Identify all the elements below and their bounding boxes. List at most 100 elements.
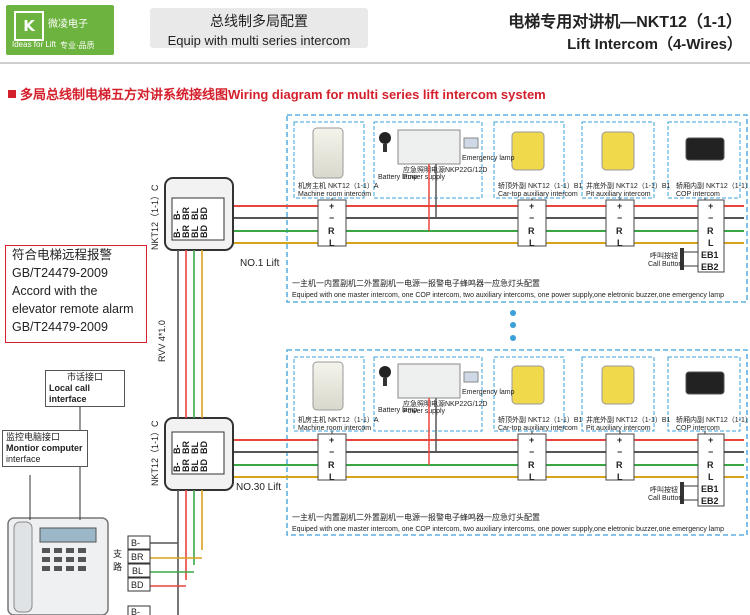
device-3b-cn: 轿顶外副 NKT12（1-1）B1	[498, 415, 583, 424]
ellipsis-dots	[510, 310, 516, 341]
device-3-cn: 轿顶外副 NKT12（1-1）B1	[498, 181, 583, 190]
svg-text:BL: BL	[190, 442, 200, 454]
svg-text:BR: BR	[181, 225, 191, 238]
junction-box-bottom	[164, 417, 234, 491]
svg-text:BD: BD	[199, 459, 209, 472]
device-5b-cn: 轿厢内副 NKT12（1-1）B	[676, 415, 750, 424]
bullet-square-icon	[8, 90, 16, 98]
call-button-cn-b: 呼叫按钮	[650, 485, 678, 494]
monitor-cn: 监控电脑接口	[6, 432, 61, 442]
svg-text:BD: BD	[199, 441, 209, 454]
monitor-en-1: Montior computer	[6, 443, 83, 453]
monitor-en-2: interface	[6, 454, 41, 464]
console-pins: B- BR BL BD B-	[127, 535, 151, 615]
svg-text:B-: B-	[131, 538, 140, 548]
battery-label: Battery lamp	[378, 174, 417, 181]
product-title-cn: 电梯专用对讲机—NKT12（1-1）	[508, 14, 742, 31]
terminal-blocks-bottom: + − R L + − R L + − R L + − R L EB1 EB2	[317, 433, 725, 507]
logo-tagline: 专业·品质	[60, 41, 95, 50]
svg-text:+: +	[329, 201, 334, 211]
svg-text:L: L	[329, 472, 335, 482]
buzzer-label: Emergency lamp	[462, 155, 515, 162]
svg-text:R: R	[528, 460, 535, 470]
device-2b-en: Power supply	[403, 408, 446, 415]
junction-pins-top: B- BR BL BD B- BR BL BD	[172, 207, 209, 238]
device-boxes-bottom	[293, 356, 741, 432]
section-title: 多局总线制电梯五方对讲系统接线图Wiring diagram for multi…	[8, 84, 546, 103]
device-images-top	[312, 127, 725, 179]
branch-wires	[150, 542, 202, 587]
call-button-en: Call Button	[648, 261, 682, 268]
svg-text:−: −	[529, 213, 534, 223]
device-1-en: Machine room intercom	[298, 191, 371, 198]
device-3b-en: Car-top auxiliary intercom	[498, 425, 578, 432]
logo-en-text: Ideas for Lift	[12, 40, 57, 49]
lift-30-label: NO.30 Lift	[236, 482, 281, 493]
svg-text:R: R	[328, 226, 335, 236]
bus-wires-bottom	[232, 439, 744, 478]
page-title-en: Equip with multi series intercom	[167, 33, 351, 48]
device-4-cn: 井底外副 NKT12（1-1）B1	[586, 181, 671, 190]
local-call-cn: 市话接口	[66, 372, 103, 382]
svg-text:B-: B-	[172, 229, 182, 239]
device-1b-en: Machine room intercom	[298, 425, 371, 432]
device-2-en: Power supply	[403, 174, 446, 181]
cable-label: RVV 4*1.0	[157, 320, 167, 362]
branch-label-1: 支	[113, 548, 122, 559]
svg-text:B-: B-	[172, 463, 182, 473]
svg-text:+: +	[617, 201, 622, 211]
svg-text:B-: B-	[172, 445, 182, 455]
device-labels-bottom: 机房主机 NKT12（1-1）A Machine room intercom 应…	[298, 389, 750, 432]
call-button-cn: 呼叫按钮	[650, 251, 678, 260]
svg-text:L: L	[708, 472, 714, 482]
svg-text:+: +	[529, 201, 534, 211]
system-box-1	[286, 114, 748, 303]
brand-logo: K 微凌电子 Ideas for Lift 专业·品质	[6, 5, 114, 55]
terminal-blocks-top: + − R L + − R L + − R L + − R L EB1 EB2	[317, 199, 725, 273]
call-button-en-b: Call Button	[648, 495, 682, 502]
junction-pins-bottom: B- BR BL BD B- BR BL BD	[172, 441, 209, 472]
device-5b-en: COP intercom	[676, 425, 720, 432]
svg-text:B-: B-	[172, 211, 182, 221]
svg-text:+: +	[708, 201, 713, 211]
device-2b-cn: 应急照明电源NKP22G/12D	[403, 399, 487, 408]
note-line-5: GB/T24479-2009	[12, 320, 108, 334]
svg-text:−: −	[617, 213, 622, 223]
lift-1-label: NO.1 Lift	[240, 258, 280, 269]
svg-text:BL: BL	[190, 208, 200, 220]
master-console	[7, 517, 109, 615]
device-5-en: COP intercom	[676, 191, 720, 198]
svg-text:L: L	[617, 472, 623, 482]
header-divider	[0, 62, 750, 64]
svg-text:BL: BL	[132, 566, 143, 576]
svg-text:L: L	[529, 472, 535, 482]
monitor-interface-box: 监控电脑接口 Montior computer interface	[2, 430, 88, 467]
device-5-cn: 轿厢内副 NKT12（1-1）B	[676, 181, 750, 190]
junction-box-top	[164, 177, 234, 251]
eb2-label: EB2	[701, 262, 719, 272]
eb1-label-b: EB1	[701, 484, 719, 494]
bus-wires-top	[232, 205, 744, 244]
svg-text:BR: BR	[181, 459, 191, 472]
device-2-cn: 应急照明电源NKP22G/12D	[403, 165, 487, 174]
trunk-cable	[177, 250, 203, 615]
svg-text:+: +	[617, 435, 622, 445]
device-1b-cn: 机房主机 NKT12（1-1）A	[298, 415, 379, 424]
svg-text:R: R	[707, 460, 714, 470]
eb1-label: EB1	[701, 250, 719, 260]
svg-text:−: −	[708, 213, 713, 223]
local-call-interface-box: 市话接口 Local call interface	[45, 370, 125, 407]
svg-text:BR: BR	[181, 207, 191, 220]
local-call-en: Local call interface	[49, 383, 91, 404]
svg-text:BR: BR	[181, 441, 191, 454]
logo-cn-text: 微凌电子	[48, 19, 88, 30]
eb2-label-b: EB2	[701, 496, 719, 506]
battery-label-b: Battery lamp	[378, 407, 417, 414]
svg-text:BD: BD	[199, 225, 209, 238]
svg-text:BD: BD	[131, 580, 144, 590]
section-title-text: 多局总线制电梯五方对讲系统接线图Wiring diagram for multi…	[20, 87, 546, 102]
svg-text:BL: BL	[190, 460, 200, 472]
caption-2-cn: 一主机一内置副机二外置副机一电源一报警电子蜂鸣器一应急灯头配置	[292, 512, 540, 522]
caption-1-en: Equiped with one master intercom, one CO…	[292, 292, 724, 299]
